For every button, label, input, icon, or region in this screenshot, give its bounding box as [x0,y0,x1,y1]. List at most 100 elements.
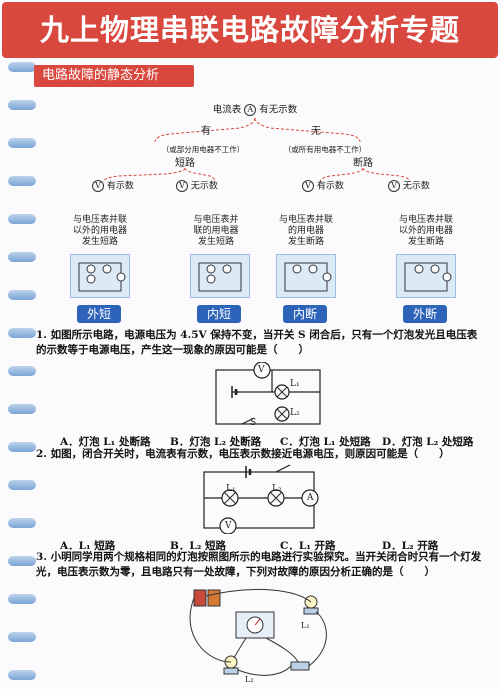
question-1-text: 如图所示电路，电源电压为 4.5V 保持不变，当开关 S 闭合后，只有一个灯泡发… [36,329,478,356]
section-heading-text: 电路故障的静态分析 [42,68,160,83]
open-circuit-node: 断路 [353,158,373,169]
case-desc-1-line: 与电压表并联 [72,215,127,225]
binder-ring [8,214,36,224]
question-2-circuit [203,464,319,534]
case-desc-1: 与电压表并联 以外的用电器 发生短路 [60,215,140,248]
question-3: 3. 小明同学用两个规格相同的灯泡按照图所示的电路进行实验探究。当开关闭合时只有… [36,550,486,580]
tree-root: 电流表 A 有无示数 [200,104,310,116]
question-3-apparatus [189,588,327,676]
branch-has: 有 [201,126,211,137]
case-desc-4-line: 以外的用电器 [398,226,453,236]
branch-none: 无 [311,126,321,137]
q3-l1-label: L₁ [301,621,310,630]
q2-option-a: A．L₁ 短路 [60,540,116,552]
label-outer-open: 外断 [403,305,447,323]
question-2: 2. 如图，闭合开关时，电流表有示数，电压表示数接近电源电压，则原因可能是（ ） [36,447,486,462]
leaf-v-none-2-text: 无示数 [402,181,430,192]
label-inner-open: 内断 [283,305,327,323]
circuit-thumbnail [70,254,130,298]
circuit-thumbnail [276,254,336,298]
q1-option-a: A．灯泡 L₁ 处断路 [60,436,151,448]
case-desc-1-line: 以外的用电器 [72,226,127,236]
leaf-v-has-2-text: 有示数 [316,181,344,192]
ammeter-symbol: A [244,104,257,116]
case-desc-4-line: 与电压表并联 [398,215,453,225]
tree-root-suffix: 有无示数 [259,104,298,116]
binder-ring [8,328,36,338]
case-desc-4: 与电压表并联 以外的用电器 发生断路 [386,215,466,248]
page-title: 九上物理串联电路故障分析专题 [39,13,460,47]
question-1: 1. 如图所示电路，电源电压为 4.5V 保持不变，当开关 S 闭合后，只有一个… [36,328,486,358]
voltmeter-symbol: V [388,180,400,192]
binder-ring [8,480,36,490]
leaf-v-has-1: V 有示数 [92,180,152,193]
binder-ring [8,100,36,110]
case-desc-2-line: 发生短路 [197,237,234,247]
binder-ring [8,252,36,262]
label-inner-short: 内短 [197,305,241,323]
binder-ring [8,176,36,186]
case-desc-3-line: 与电压表并联 [278,215,333,225]
binder-ring [8,442,36,452]
binder-ring [8,556,36,566]
leaf-v-none-1: V 无示数 [176,180,236,193]
q2-l1-label: L₁ [226,484,236,494]
case-desc-2: 与电压表并 联的用电器 发生短路 [176,215,256,248]
q2-l2-label: L₂ [272,484,282,494]
case-desc-2-line: 与电压表并 [193,215,239,225]
leaf-v-none-1-text: 无示数 [190,181,218,192]
q1-l1-label: L₁ [290,379,300,389]
binder-ring [8,518,36,528]
leaf-v-has-1-text: 有示数 [106,181,134,192]
tree-branches [102,117,411,183]
case-desc-4-line: 发生断路 [407,237,444,247]
question-2-text: 如图，闭合开关时，电流表有示数，电压表示数接近电源电压，则原因可能是（ ） [50,448,450,460]
voltmeter-symbol: V [302,180,314,192]
question-3-text: 小明同学用两个规格相同的灯泡按照图所示的电路进行实验探究。当开关闭合时只有一个灯… [36,551,482,578]
voltmeter-symbol: V [92,180,104,192]
q1-option-b: B．灯泡 L₂ 处断路 [170,436,262,448]
case-desc-3-line: 的用电器 [287,226,324,236]
leaf-v-none-2: V 无示数 [388,180,448,193]
case-desc-3-line: 发生断路 [287,237,324,247]
case-desc-1-line: 发生短路 [81,237,118,247]
branch-none-note: （或所有用电器不工作） [283,145,367,154]
case-desc-2-line: 联的用电器 [193,226,239,236]
q2-option-c: C．L₁ 开路 [280,540,336,552]
question-1-circuit [215,362,321,425]
question-2-number: 2. [36,448,47,460]
q1-voltmeter-label: V [258,365,265,375]
voltmeter-symbol: V [176,180,188,192]
leaf-v-has-2: V 有示数 [302,180,362,193]
q1-l2-label: L₂ [290,408,300,418]
binder-rings [8,62,38,682]
branch-has-note: （或部分用电器不工作） [161,145,245,154]
binder-ring [8,670,36,680]
circuit-thumbnail [190,254,250,298]
short-circuit-node: 短路 [175,158,195,169]
binder-ring [8,594,36,604]
q2-ammeter-label: A [307,493,314,503]
q2-option-d: D．L₂ 开路 [382,540,439,552]
q1-option-d: D．灯泡 L₂ 处短路 [382,436,474,448]
binder-ring [8,138,36,148]
q2-voltmeter-label: V [225,521,232,531]
tree-root-prefix: 电流表 [212,104,242,116]
binder-ring [8,366,36,376]
question-3-number: 3. [36,551,47,563]
binder-ring [8,290,36,300]
case-desc-3: 与电压表并联 的用电器 发生断路 [266,215,346,248]
binder-ring [8,632,36,642]
binder-ring [8,62,36,72]
question-1-number: 1. [36,329,47,341]
q1-switch-label: S [250,418,257,428]
q2-option-b: B．L₂ 短路 [170,540,227,552]
label-outer-short: 外短 [77,305,121,323]
circuit-thumbnail [396,254,456,298]
q1-option-c: C．灯泡 L₁ 处短路 [280,436,371,448]
binder-ring [8,404,36,414]
title-banner: 九上物理串联电路故障分析专题 [2,2,498,58]
q3-l2-label: L₂ [245,675,254,684]
section-heading: 电路故障的静态分析 [34,65,194,87]
